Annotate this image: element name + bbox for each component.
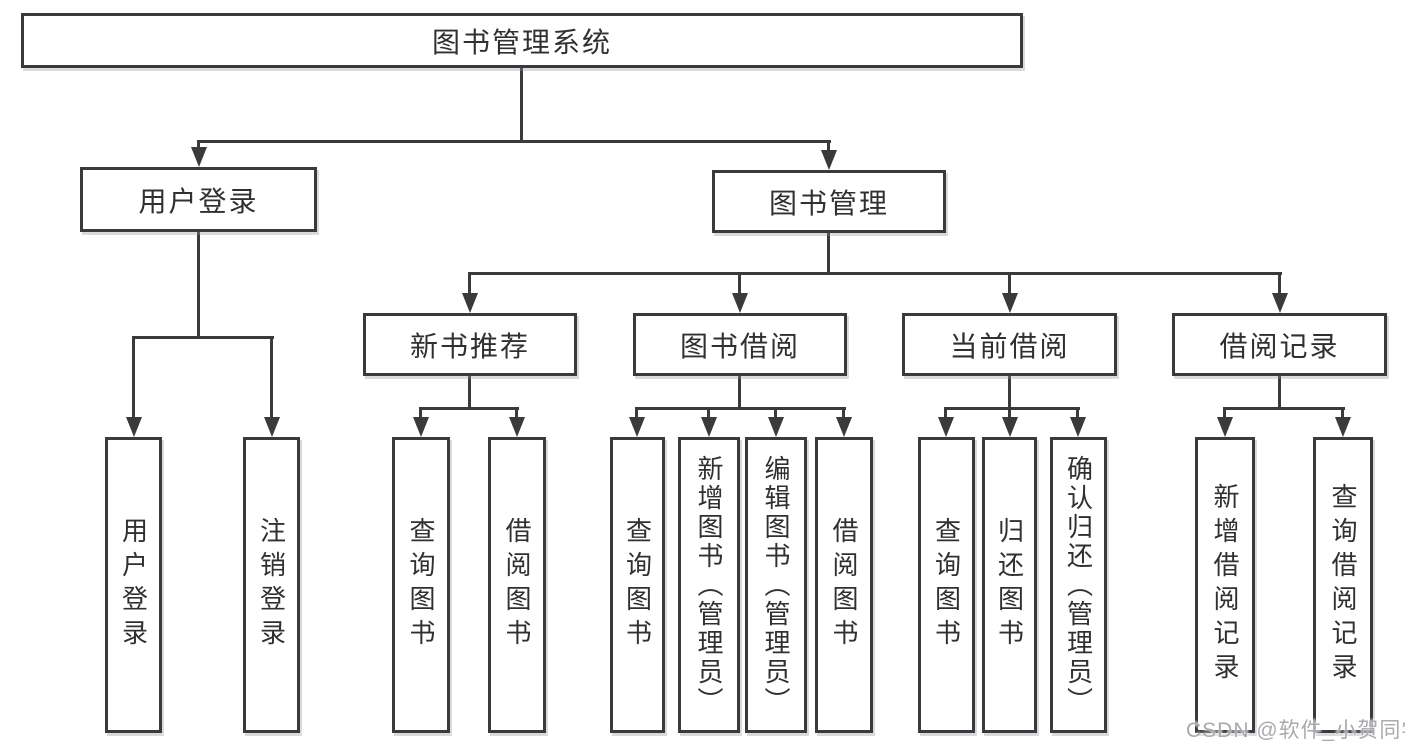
arrow-leaf-cb-query [938, 417, 954, 437]
arrow-leaf-bb-add [701, 417, 717, 437]
arrow-leaf-br-query [1335, 417, 1351, 437]
connector-drop-leaf-bb-borrow [842, 407, 845, 421]
arrow-leaf-bb-edit [768, 417, 784, 437]
node-borrow-records: 借阅记录 [1172, 313, 1387, 376]
node-new-book-rec-label: 新书推荐 [409, 330, 530, 362]
arrow-leaf-bb-borrow [836, 417, 852, 437]
node-leaf-cb-query: 查询图书 [918, 437, 975, 733]
connector-drop-new-book-rec [468, 272, 471, 295]
connector-root-stem [520, 68, 523, 143]
node-leaf-nbr-query: 查询图书 [392, 437, 450, 733]
connector-drop-leaf-br-query [1341, 407, 1344, 421]
arrow-book-mgmt [821, 150, 837, 170]
node-leaf-bb-borrow: 借阅图书 [815, 437, 873, 733]
connector-drop-leaf-bb-add [707, 407, 710, 421]
connector-drop-leaf-nbr-query [419, 407, 422, 421]
node-leaf-nbr-borrow: 借阅图书 [488, 437, 546, 733]
node-leaf-bb-borrow-label: 借阅图书 [829, 517, 859, 653]
connector-user-login-stem [197, 232, 200, 339]
node-book-borrow: 图书借阅 [633, 313, 847, 376]
connector-new-book-rec-stem [468, 376, 471, 410]
node-root: 图书管理系统 [21, 13, 1023, 68]
connector-level2-fan [468, 272, 1282, 275]
node-leaf-cb-query-label: 查询图书 [931, 517, 962, 653]
node-leaf-nbr-query-label: 查询图书 [406, 517, 436, 653]
node-leaf-user-login-label: 用户登录 [118, 517, 149, 653]
connector-book-borrow-fan [635, 407, 846, 410]
arrow-leaf-nbr-query [413, 417, 429, 437]
arrow-leaf-br-add [1217, 417, 1233, 437]
connector-drop-leaf-bb-query [635, 407, 638, 421]
node-leaf-bb-add-label: 新增图书（管理员） [694, 454, 724, 716]
node-leaf-br-add-label: 新增借阅记录 [1210, 483, 1240, 687]
arrow-leaf-cb-confirm [1070, 417, 1086, 437]
node-leaf-user-login: 用户登录 [105, 437, 162, 733]
node-book-mgmt-label: 图书管理 [768, 187, 889, 219]
connector-current-borrow-fan [944, 407, 1080, 410]
connector-drop-leaf-cb-return [1008, 407, 1011, 421]
arrow-leaf-logout [264, 417, 280, 437]
node-current-borrow: 当前借阅 [902, 313, 1117, 376]
node-leaf-bb-query-label: 查询图书 [622, 517, 653, 653]
connector-borrow-records-fan [1223, 407, 1345, 410]
node-leaf-logout: 注销登录 [243, 437, 300, 733]
connector-drop-leaf-cb-confirm [1076, 407, 1079, 421]
node-root-label: 图书管理系统 [431, 26, 612, 58]
connector-book-borrow-stem [738, 376, 741, 410]
connector-drop-user-login [197, 140, 200, 150]
connector-drop-book-mgmt [827, 140, 830, 152]
node-leaf-bb-edit-label: 编辑图书（管理员） [761, 454, 791, 716]
connector-level1-fan [197, 140, 831, 143]
arrow-book-borrow [732, 293, 748, 313]
arrow-leaf-cb-return [1002, 417, 1018, 437]
arrow-current-borrow [1002, 293, 1018, 313]
node-book-borrow-label: 图书借阅 [679, 330, 800, 362]
connector-drop-leaf-logout [270, 336, 273, 419]
node-leaf-logout-label: 注销登录 [256, 517, 287, 653]
arrow-leaf-bb-query [629, 417, 645, 437]
node-leaf-br-query-label: 查询借阅记录 [1328, 483, 1358, 687]
connector-book-mgmt-stem [827, 233, 830, 275]
node-user-login-label: 用户登录 [138, 185, 259, 217]
connector-current-borrow-stem [1008, 376, 1011, 410]
node-leaf-br-add: 新增借阅记录 [1195, 437, 1255, 733]
connector-drop-borrow-records [1278, 272, 1281, 295]
node-leaf-bb-add: 新增图书（管理员） [678, 437, 740, 733]
node-leaf-bb-edit: 编辑图书（管理员） [745, 437, 807, 733]
node-leaf-cb-confirm-label: 确认归还（管理员） [1063, 454, 1094, 716]
connector-user-login-fan [132, 336, 274, 339]
connector-drop-leaf-nbr-borrow [515, 407, 518, 421]
node-borrow-records-label: 借阅记录 [1219, 330, 1340, 362]
node-leaf-cb-confirm: 确认归还（管理员） [1050, 437, 1107, 733]
node-leaf-br-query: 查询借阅记录 [1313, 437, 1373, 733]
connector-drop-leaf-br-add [1223, 407, 1226, 421]
arrow-leaf-nbr-borrow [509, 417, 525, 437]
arrow-borrow-records [1272, 293, 1288, 313]
node-new-book-rec: 新书推荐 [363, 313, 577, 376]
node-book-mgmt: 图书管理 [712, 170, 946, 233]
arrow-leaf-user-login [126, 417, 142, 437]
node-user-login: 用户登录 [80, 167, 317, 232]
connector-drop-book-borrow [738, 272, 741, 295]
arrow-new-book-rec [462, 293, 478, 313]
watermark: CSDN @软件_小贺同学 [1186, 719, 1405, 742]
connector-drop-leaf-bb-edit [774, 407, 777, 421]
connector-drop-current-borrow [1008, 272, 1011, 295]
node-current-borrow-label: 当前借阅 [949, 330, 1070, 362]
node-leaf-bb-query: 查询图书 [610, 437, 665, 733]
connector-drop-leaf-user-login [132, 336, 135, 419]
node-leaf-nbr-borrow-label: 借阅图书 [502, 517, 532, 653]
node-leaf-cb-return-label: 归还图书 [994, 517, 1025, 653]
connector-borrow-records-stem [1278, 376, 1281, 410]
node-leaf-cb-return: 归还图书 [982, 437, 1037, 733]
arrow-user-login [191, 147, 207, 167]
connector-new-book-rec-fan [419, 407, 519, 410]
connector-drop-leaf-cb-query [944, 407, 947, 421]
